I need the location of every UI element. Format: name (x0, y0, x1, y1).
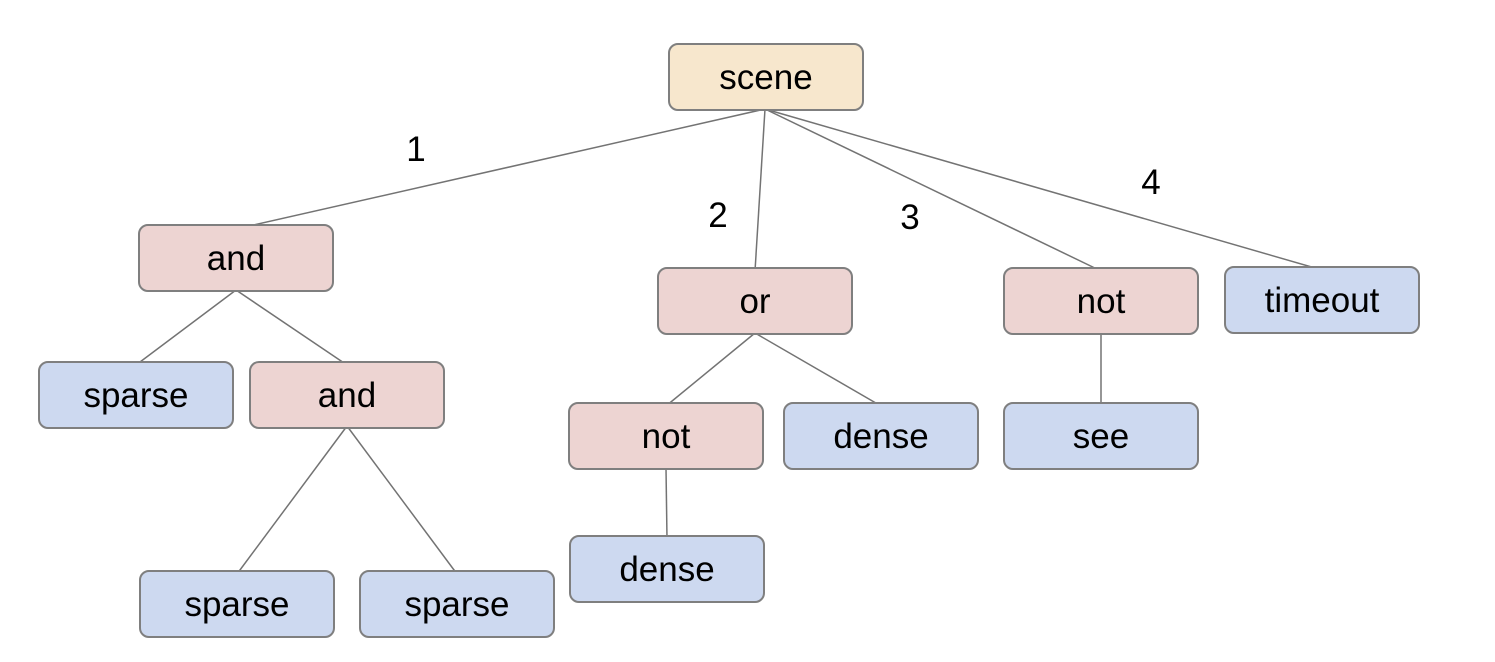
node-dense-2: dense (569, 535, 765, 603)
edge-scene-or (754, 108, 766, 272)
edge-not-dense (665, 467, 668, 540)
edge-and2-sparse-left (236, 425, 348, 575)
node-see: see (1003, 402, 1199, 470)
node-not-under-or: not (568, 402, 764, 470)
node-sparse-2: sparse (139, 570, 335, 638)
edge-scene-not (764, 108, 1102, 272)
edge-label-3: 3 (900, 198, 920, 237)
node-sparse-3: sparse (359, 570, 555, 638)
node-or: or (657, 267, 853, 335)
edge-and-sparse (135, 289, 237, 366)
edge-and2-sparse-right (346, 425, 458, 575)
node-scene: scene (668, 43, 864, 111)
node-and-1: and (138, 224, 334, 292)
node-sparse-1: sparse (38, 361, 234, 429)
node-timeout: timeout (1224, 266, 1420, 334)
edge-and-and (235, 289, 348, 366)
edge-or-not (665, 332, 756, 407)
edge-scene-and (235, 108, 766, 230)
node-not-right: not (1003, 267, 1199, 335)
edge-label-1: 1 (406, 130, 426, 169)
node-dense-1: dense (783, 402, 979, 470)
node-and-2: and (249, 361, 445, 429)
edge-label-4: 4 (1141, 163, 1161, 202)
edge-scene-timeout (764, 108, 1323, 271)
edge-label-2: 2 (708, 196, 728, 235)
edge-or-dense (754, 332, 882, 407)
